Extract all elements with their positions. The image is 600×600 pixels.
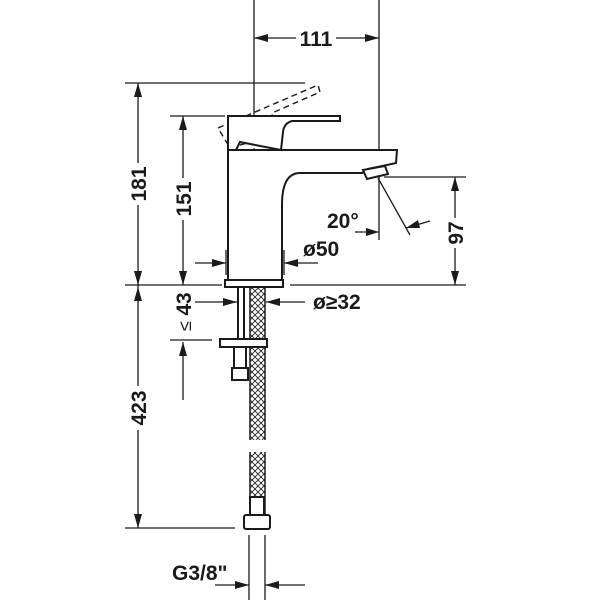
dim-label-hole-diameter: ø≥32 [313, 291, 361, 314]
dim-g38: G3/8" [172, 562, 305, 589]
threaded-rod [237, 286, 245, 340]
dim-label-hose-length: 423 [128, 390, 151, 425]
dim-111: 111 [254, 27, 379, 51]
dim-label-reach: 111 [300, 28, 333, 51]
dim-181: 181 [126, 83, 151, 285]
faucet-body [219, 115, 399, 530]
dim-label-deck-thickness: 43 [173, 292, 196, 315]
dim-label-spout-height: 97 [445, 221, 468, 244]
lever [227, 115, 341, 152]
hose-break [248, 440, 268, 452]
hose-ferrule [249, 496, 265, 516]
dim-151: 151 [171, 116, 196, 285]
aerator [361, 164, 390, 181]
arrow-icon [254, 34, 379, 42]
dim-label-body-diameter: ø50 [303, 238, 339, 261]
fixing-nut-end [231, 367, 249, 381]
dim-43: 43 ≤ [173, 292, 196, 400]
base-plate [224, 279, 284, 288]
arrow-icon [223, 298, 280, 306]
arrow-icon [406, 220, 420, 228]
fixing-nut [233, 346, 247, 370]
fixing-plate [219, 338, 268, 348]
dim-50: ø50 [195, 238, 339, 267]
extension-lines [125, 0, 466, 600]
dim-label-angle: 20° [327, 210, 359, 233]
max-symbol: ≤ [175, 321, 195, 331]
braided-hose [249, 286, 266, 518]
dim-label-body-height: 151 [173, 181, 196, 216]
arrow-icon [366, 228, 379, 236]
dim-97: 97 [443, 177, 468, 285]
dim-label-thread: G3/8" [172, 562, 227, 585]
dim-label-total-height: 181 [128, 166, 151, 201]
connection-nut [243, 514, 271, 530]
arrow-icon [179, 342, 187, 356]
dim-20deg: 20° [327, 177, 431, 236]
dim-32: ø≥32 [195, 291, 361, 314]
dim-423: 423 [126, 285, 151, 528]
arrow-icon [235, 581, 279, 589]
